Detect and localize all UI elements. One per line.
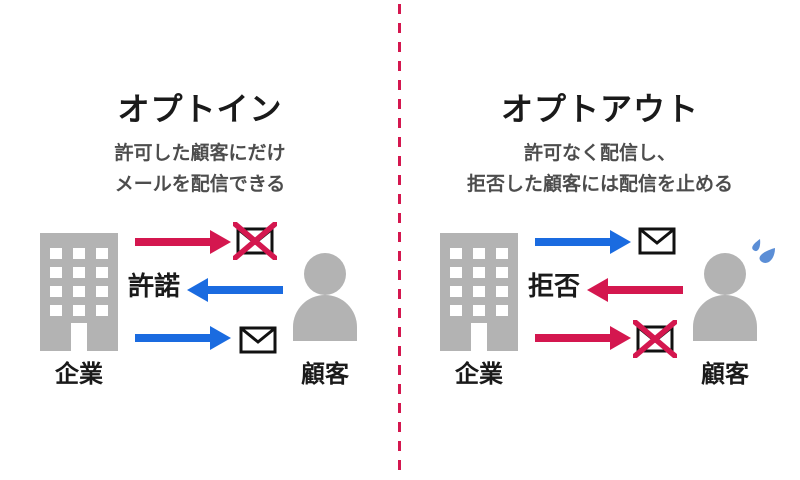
arrow-right-icon bbox=[535, 230, 631, 254]
opt-out-panel: オプトアウト 許可なく配信し、 拒否した顧客には配信を止める bbox=[400, 0, 800, 480]
opt-in-consent-label: 許諾 bbox=[128, 271, 181, 301]
opt-out-subtitle-line2: 拒否した顧客には配信を止める bbox=[466, 174, 733, 195]
arrow-left-icon bbox=[187, 278, 283, 302]
building-icon bbox=[440, 233, 518, 351]
person-icon bbox=[293, 253, 357, 341]
arrow-right-icon bbox=[535, 326, 631, 350]
opt-out-diagram: 企業 拒否 bbox=[400, 225, 800, 390]
blocked-envelope-icon bbox=[233, 222, 277, 260]
blocked-envelope-icon bbox=[633, 320, 677, 358]
opt-in-company: 企業 bbox=[40, 233, 118, 389]
opt-in-diagram: 企業 許諾 bbox=[0, 222, 400, 390]
sweat-drops-icon bbox=[752, 239, 775, 263]
dashed-divider bbox=[398, 4, 401, 472]
opt-out-subtitle: 許可なく配信し、 拒否した顧客には配信を止める bbox=[400, 138, 800, 200]
envelope-icon bbox=[638, 227, 676, 255]
opt-in-subtitle-line1: 許可した顧客にだけ bbox=[114, 143, 286, 164]
opt-out-title: オプトアウト bbox=[500, 91, 699, 127]
opt-out-refusal-label: 拒否 bbox=[528, 271, 581, 301]
opt-out-company: 企業 bbox=[440, 233, 518, 389]
opt-out-customer-label: 顧客 bbox=[701, 361, 749, 388]
opt-in-subtitle-line2: メールを配信できる bbox=[114, 174, 286, 195]
opt-in-panel: オプトイン 許可した顧客にだけ メールを配信できる bbox=[0, 91, 400, 390]
person-icon bbox=[693, 253, 757, 341]
opt-in-customer-label: 顧客 bbox=[301, 361, 349, 388]
arrow-right-icon bbox=[135, 326, 231, 350]
opt-in-title: オプトイン bbox=[117, 91, 283, 127]
arrow-right-icon bbox=[135, 230, 231, 254]
opt-in-subtitle: 許可した顧客にだけ メールを配信できる bbox=[0, 138, 400, 200]
arrow-left-icon bbox=[587, 278, 683, 302]
opt-out-company-label: 企業 bbox=[455, 361, 503, 388]
building-icon bbox=[40, 233, 118, 351]
opt-in-customer: 顧客 bbox=[293, 253, 357, 389]
opt-out-subtitle-line1: 許可なく配信し、 bbox=[523, 143, 676, 164]
opt-out-customer: 顧客 bbox=[693, 253, 757, 389]
opt-in-company-label: 企業 bbox=[55, 361, 103, 388]
envelope-icon bbox=[239, 326, 277, 354]
